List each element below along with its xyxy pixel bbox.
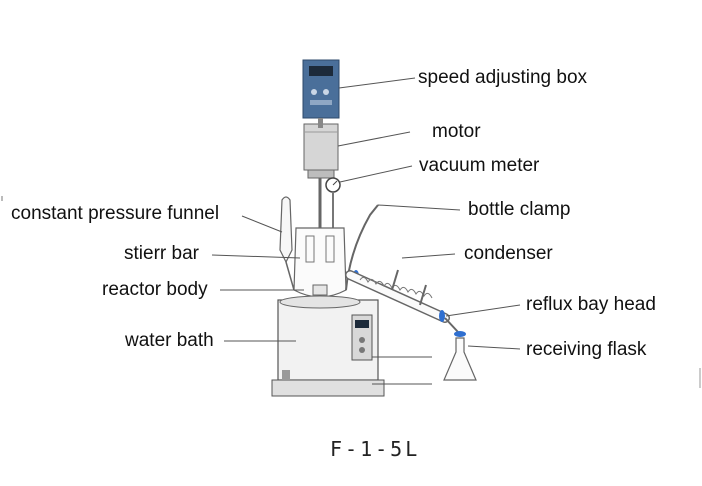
water-bath [271, 295, 385, 397]
label-stirr-bar: stierr bar [124, 243, 199, 264]
label-water-bath: water bath [125, 330, 214, 351]
reactor-body [293, 227, 347, 298]
model-code: F-1-5L [330, 437, 421, 461]
leader-lines [211, 77, 521, 385]
vacuum-meter [325, 177, 341, 230]
motor [303, 123, 339, 179]
receiving-flask [443, 337, 477, 381]
label-motor: motor [432, 121, 481, 142]
label-reactor-body: reactor body [102, 279, 208, 300]
label-receiving-flask: receiving flask [526, 339, 647, 360]
label-bottle-clamp: bottle clamp [468, 199, 571, 220]
condenser [345, 269, 450, 323]
reflux-bay-head [439, 310, 466, 337]
label-vacuum-meter: vacuum meter [419, 155, 540, 176]
label-condenser: condenser [464, 243, 553, 264]
constant-pressure-funnel [279, 196, 295, 291]
label-reflux-bay-head: reflux bay head [526, 294, 656, 315]
speed-adjusting-box [302, 59, 340, 119]
label-constant-pressure-funnel: constant pressure funnel [11, 203, 220, 224]
label-speed-adjusting-box: speed adjusting box [418, 67, 588, 88]
